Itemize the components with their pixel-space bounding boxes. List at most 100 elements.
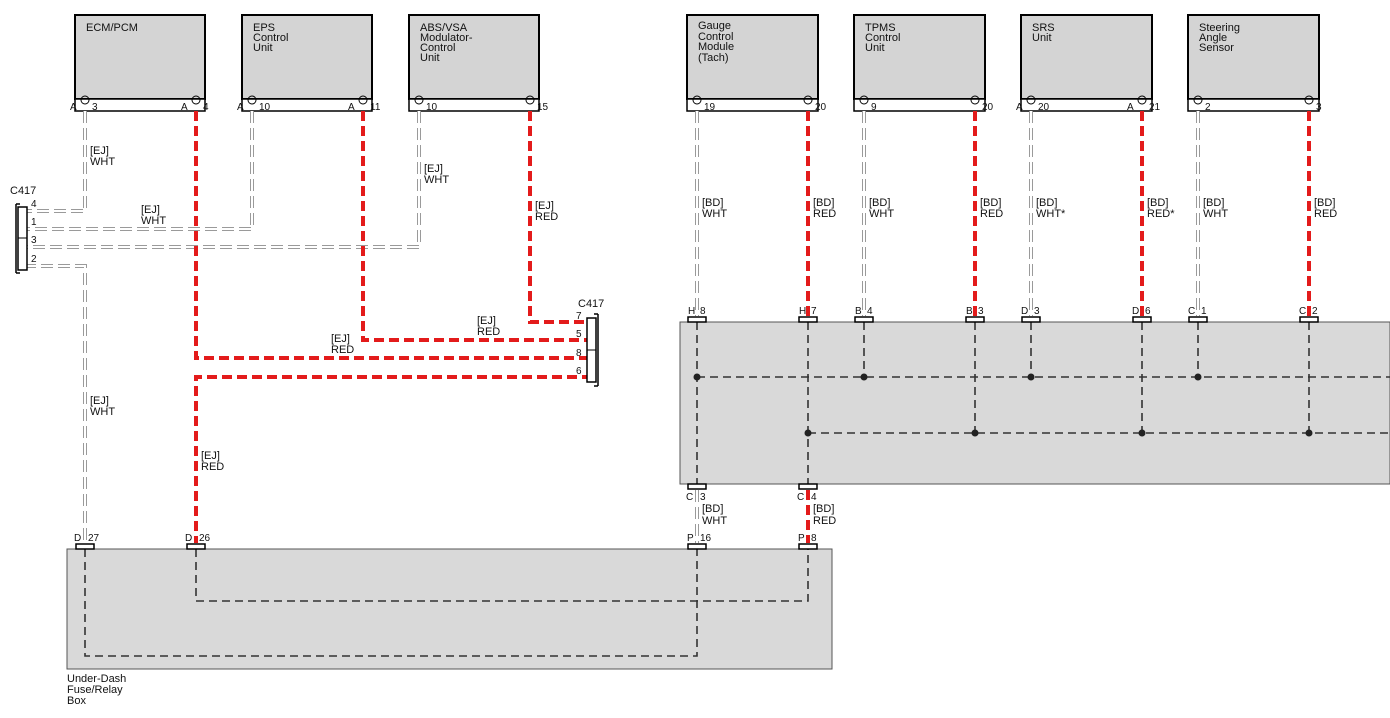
svg-text:2: 2 xyxy=(1312,306,1318,317)
svg-text:[BD]: [BD] xyxy=(702,503,723,515)
svg-text:C: C xyxy=(1188,306,1195,317)
svg-text:4: 4 xyxy=(867,306,873,317)
c417-left-connector xyxy=(15,203,28,274)
svg-text:D: D xyxy=(1132,306,1139,317)
svg-text:19: 19 xyxy=(704,102,716,113)
svg-text:A: A xyxy=(70,102,77,113)
svg-text:RED*: RED* xyxy=(1147,208,1175,220)
module-connector-bars xyxy=(74,95,1320,112)
svg-text:21: 21 xyxy=(1149,102,1161,113)
svg-text:6: 6 xyxy=(576,366,582,377)
fuse-box-pin-labels: D 27 D 26 P 16 P 8 xyxy=(74,533,817,544)
svg-text:[EJ]: [EJ] xyxy=(141,204,160,216)
svg-text:3: 3 xyxy=(978,306,984,317)
svg-text:3: 3 xyxy=(92,102,98,113)
svg-text:Unit: Unit xyxy=(253,42,273,54)
svg-text:16: 16 xyxy=(700,533,712,544)
svg-text:C: C xyxy=(1299,306,1306,317)
svg-text:A: A xyxy=(348,102,355,113)
eps-control-unit-label: EPS Control Unit xyxy=(253,22,288,54)
svg-text:WHT: WHT xyxy=(869,208,894,220)
svg-text:11: 11 xyxy=(370,102,381,113)
module-pin-labels: A 3 A 4 A 10 A 11 10 15 19 20 9 20 A 20 … xyxy=(70,102,1322,113)
svg-text:(Tach): (Tach) xyxy=(698,52,729,64)
junction-box-internal-circuits xyxy=(693,322,1390,484)
svg-text:4: 4 xyxy=(203,102,209,113)
svg-text:A: A xyxy=(1016,102,1023,113)
svg-text:4: 4 xyxy=(811,492,817,503)
tpms-control-unit-label: TPMS Control Unit xyxy=(865,22,900,54)
fuse-box-name-label: Under-Dash Fuse/Relay Box xyxy=(67,673,126,707)
svg-text:Fuse/Relay: Fuse/Relay xyxy=(67,684,123,696)
eps-control-unit-module xyxy=(241,14,373,100)
svg-text:C: C xyxy=(797,492,804,503)
wire-labels-left: [EJ] WHT [EJ] WHT [EJ] WHT [EJ] RED [EJ]… xyxy=(90,145,558,473)
svg-text:[BD]: [BD] xyxy=(1036,197,1057,209)
svg-text:H: H xyxy=(799,306,806,317)
svg-text:D: D xyxy=(185,533,192,544)
steering-angle-sensor-label: Steering Angle Sensor xyxy=(1199,22,1240,54)
srs-unit-module xyxy=(1020,14,1153,100)
svg-text:[EJ]: [EJ] xyxy=(90,395,109,407)
svg-text:8: 8 xyxy=(700,306,706,317)
c417-left-labels: C417 4 1 3 2 xyxy=(10,185,37,265)
svg-text:RED: RED xyxy=(1314,208,1337,220)
svg-text:8: 8 xyxy=(576,348,582,359)
svg-text:[BD]: [BD] xyxy=(1203,197,1224,209)
svg-text:WHT: WHT xyxy=(1203,208,1228,220)
abs-vsa-modulator-label: ABS/VSA Modulator- Control Unit xyxy=(420,22,473,64)
svg-text:P: P xyxy=(687,533,694,544)
svg-text:[BD]: [BD] xyxy=(1314,197,1335,209)
svg-text:RED: RED xyxy=(201,461,224,473)
junction-pin-labels: H 8 H 7 B 4 B 3 D 3 D 6 C 1 C 2 C 3 C 4 xyxy=(686,306,1318,503)
svg-text:Unit: Unit xyxy=(420,52,440,64)
svg-text:20: 20 xyxy=(1038,102,1050,113)
svg-text:Control: Control xyxy=(253,32,288,44)
ecm-pcm-label: ECM/PCM xyxy=(86,22,138,34)
svg-text:D: D xyxy=(1021,306,1028,317)
svg-text:B: B xyxy=(966,306,973,317)
svg-text:RED: RED xyxy=(331,344,354,356)
abs-vsa-modulator-module xyxy=(408,14,540,100)
steering-angle-sensor-module xyxy=(1187,14,1320,100)
svg-text:3: 3 xyxy=(31,235,37,246)
white-wires-left xyxy=(24,111,421,543)
svg-text:1: 1 xyxy=(31,217,37,228)
svg-text:27: 27 xyxy=(88,533,100,544)
c417-right-connector xyxy=(586,313,599,387)
svg-text:1: 1 xyxy=(1201,306,1207,317)
svg-text:C417: C417 xyxy=(10,185,36,197)
red-wires-left xyxy=(194,111,592,543)
svg-text:Module: Module xyxy=(698,41,734,53)
svg-text:Unit: Unit xyxy=(1032,32,1052,44)
svg-text:3: 3 xyxy=(700,492,706,503)
svg-text:[EJ]: [EJ] xyxy=(477,315,496,327)
svg-text:H: H xyxy=(688,306,695,317)
svg-text:RED: RED xyxy=(477,326,500,338)
svg-text:[BD]: [BD] xyxy=(869,197,890,209)
svg-text:Sensor: Sensor xyxy=(1199,42,1234,54)
gauge-control-module xyxy=(686,14,819,100)
svg-text:[BD]: [BD] xyxy=(1147,197,1168,209)
svg-text:3: 3 xyxy=(1034,306,1040,317)
svg-text:Steering: Steering xyxy=(1199,22,1240,34)
svg-text:[EJ]: [EJ] xyxy=(331,333,350,345)
svg-text:RED: RED xyxy=(535,211,558,223)
svg-text:ECM/PCM: ECM/PCM xyxy=(86,22,138,34)
svg-text:7: 7 xyxy=(811,306,817,317)
svg-text:9: 9 xyxy=(871,102,877,113)
svg-text:26: 26 xyxy=(199,533,211,544)
pin-terminals xyxy=(75,316,1319,550)
svg-text:[EJ]: [EJ] xyxy=(424,163,443,175)
svg-text:WHT: WHT xyxy=(141,215,166,227)
svg-text:WHT: WHT xyxy=(702,515,727,527)
under-dash-fuse-relay-box xyxy=(66,548,833,670)
svg-text:RED: RED xyxy=(980,208,1003,220)
svg-text:[EJ]: [EJ] xyxy=(535,200,554,212)
svg-text:C417: C417 xyxy=(578,298,604,310)
svg-text:[EJ]: [EJ] xyxy=(201,450,220,462)
svg-text:A: A xyxy=(1127,102,1134,113)
wire-labels-right: [BD] WHT [BD] RED [BD] WHT [BD] RED [BD]… xyxy=(702,197,1337,527)
svg-text:A: A xyxy=(237,102,244,113)
svg-text:Box: Box xyxy=(67,695,86,707)
